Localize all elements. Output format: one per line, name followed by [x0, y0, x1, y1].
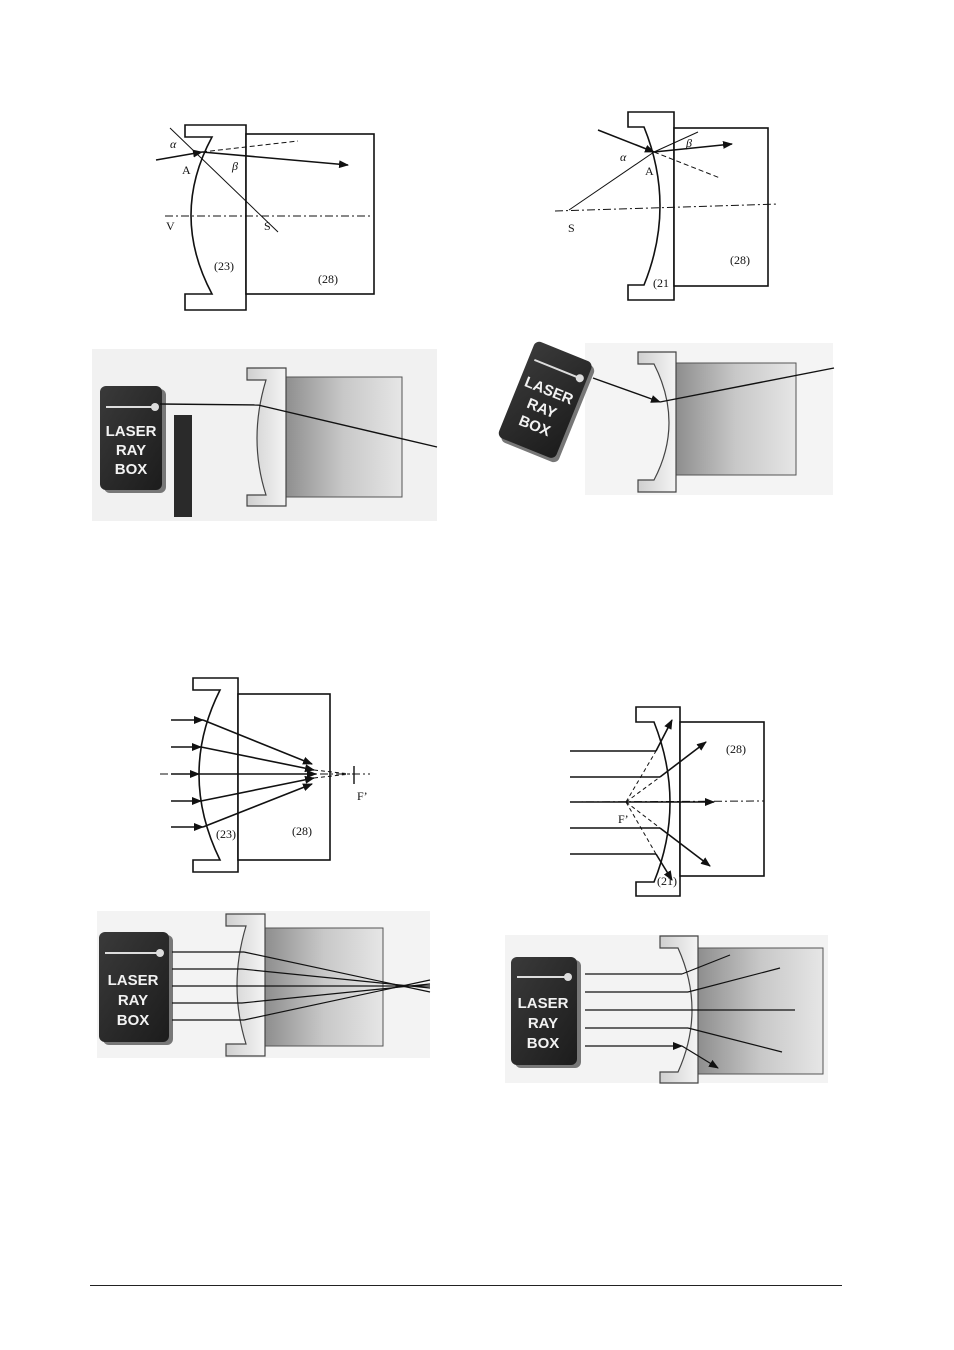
- photo1-slit-plate: [174, 415, 192, 517]
- photo3: LASER RAY BOX: [97, 911, 430, 1058]
- photo1-box-line3: BOX: [115, 461, 148, 478]
- footer-rule: [90, 1285, 842, 1286]
- photo3-box-line2: RAY: [118, 992, 148, 1009]
- photo4-gray-block: [698, 948, 823, 1074]
- photo4-box-line2: RAY: [528, 1015, 558, 1032]
- photo4-laser-box: LASER RAY BOX: [511, 957, 581, 1068]
- fig2-block-label: (28): [730, 253, 750, 267]
- fig1-beta-label: β: [231, 159, 238, 173]
- fig4-block-label: (28): [726, 742, 746, 756]
- photo2-laser-box: LASER RAY BOX: [496, 340, 597, 464]
- photo1-laser-box: LASER RAY BOX: [100, 386, 166, 493]
- fig2-alpha-label: α: [620, 150, 627, 164]
- photo4-box-line1: LASER: [518, 995, 569, 1012]
- fig2-point-s-label: S: [568, 221, 575, 235]
- photo4: LASER RAY BOX: [505, 935, 828, 1083]
- fig2-schematic: [555, 112, 778, 300]
- photo1-gray-block: [285, 377, 402, 497]
- photo2-gray-block: [676, 363, 796, 475]
- fig2-lens-label: (21: [653, 276, 669, 290]
- fig1-lens-label: (23): [214, 259, 234, 273]
- fig1-point-s-label: S: [264, 219, 271, 233]
- photo4-box-line3: BOX: [527, 1035, 560, 1052]
- fig1-point-v-label: V: [166, 219, 175, 233]
- fig4-focus-label: F’: [618, 812, 629, 826]
- fig2-lens-outline: [628, 112, 674, 300]
- photo1-box-line1: LASER: [106, 423, 157, 440]
- fig3-block: [238, 694, 330, 860]
- fig2-incident-ray: [569, 152, 654, 210]
- fig3-focus-label: F’: [357, 789, 368, 803]
- photo1-box-line2: RAY: [116, 442, 146, 459]
- photo3-box-line3: BOX: [117, 1012, 150, 1029]
- fig1-block-label: (28): [318, 272, 338, 286]
- fig1-point-a-label: A: [182, 163, 191, 177]
- fig3-schematic: [160, 678, 370, 872]
- fig2-beta-label: β: [685, 136, 692, 150]
- photo3-gray-block: [265, 928, 383, 1046]
- photo1-beam: [160, 404, 258, 405]
- fig1-schematic: [156, 125, 374, 310]
- fig4-schematic: [570, 707, 764, 896]
- photo3-box-line1: LASER: [108, 972, 159, 989]
- fig3-block-label: (28): [292, 824, 312, 838]
- photo1: LASER RAY BOX: [92, 349, 437, 521]
- photo3-laser-box: LASER RAY BOX: [99, 932, 173, 1045]
- fig3-lens-label: (23): [216, 827, 236, 841]
- fig2-point-a-label: A: [645, 164, 654, 178]
- fig1-incident-ray: [156, 152, 202, 160]
- fig3-lens-outline: [193, 678, 238, 872]
- fig4-lens-label: (21): [657, 874, 677, 888]
- photo2: LASER RAY BOX: [496, 340, 834, 495]
- fig1-alpha-label: α: [170, 137, 177, 151]
